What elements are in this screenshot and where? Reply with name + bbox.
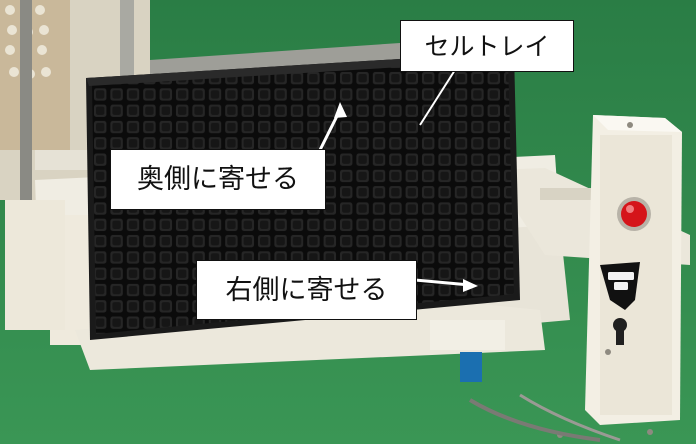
control-panel: [557, 115, 682, 438]
label-push-right: 右側に寄せる: [196, 260, 417, 320]
arrow-tray-pointer: [419, 69, 456, 126]
cable: [468, 398, 601, 442]
label-cell-tray: セルトレイ: [400, 20, 574, 72]
label-push-back: 奥側に寄せる: [110, 149, 326, 210]
cable: [519, 393, 621, 442]
arrow-push-right: [414, 278, 471, 287]
arrow-push-right-head: [463, 279, 478, 292]
arrow-push-back-head: [334, 102, 347, 118]
